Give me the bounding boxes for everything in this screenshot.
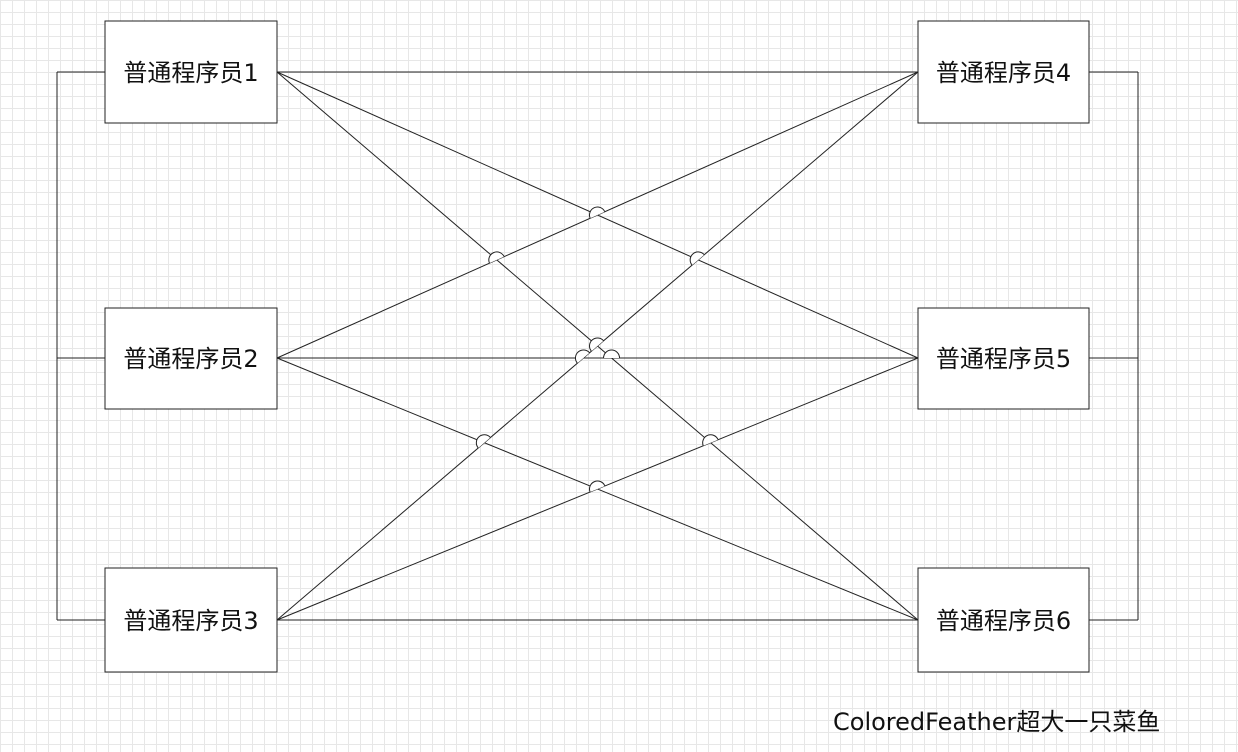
line-jump-arc	[603, 349, 621, 359]
node-box-n6: 普通程序员6	[917, 567, 1090, 673]
node-box-n5: 普通程序员5	[917, 307, 1090, 410]
node-label: 普通程序员1	[123, 59, 258, 87]
node-rect	[104, 20, 278, 124]
edge-layer	[276, 71, 919, 621]
watermark-text: ColoredFeather超大一只菜鱼	[833, 708, 1161, 736]
line-jump-arc	[475, 434, 491, 449]
line-jump-arc	[589, 337, 604, 352]
node-label: 普通程序员5	[936, 345, 1071, 373]
node-rect	[104, 307, 278, 410]
node-box-n2: 普通程序员2	[104, 307, 278, 410]
node-layer: 普通程序员1 普通程序员2 普通程序员3 普通程序员4 普通程序员5 普通程序员6	[104, 20, 1090, 673]
line-jump-arc	[589, 480, 606, 493]
line-jump-arc	[689, 251, 705, 266]
node-label: 普通程序员3	[123, 607, 258, 635]
node-box-n1: 普通程序员1	[104, 20, 278, 124]
node-rect	[104, 567, 278, 673]
side-connector-layer	[56, 71, 1139, 621]
node-label: 普通程序员4	[936, 59, 1071, 87]
line-jump-arc	[575, 349, 590, 364]
node-box-n3: 普通程序员3	[104, 567, 278, 673]
line-jump-arc	[702, 434, 719, 446]
line-jump-arc	[589, 206, 606, 219]
node-rect	[917, 567, 1090, 673]
node-rect	[917, 20, 1090, 124]
node-rect	[917, 307, 1090, 410]
node-label: 普通程序员2	[123, 345, 258, 373]
line-jump-arc	[488, 251, 505, 264]
node-box-n4: 普通程序员4	[917, 20, 1090, 124]
node-label: 普通程序员6	[936, 607, 1071, 635]
